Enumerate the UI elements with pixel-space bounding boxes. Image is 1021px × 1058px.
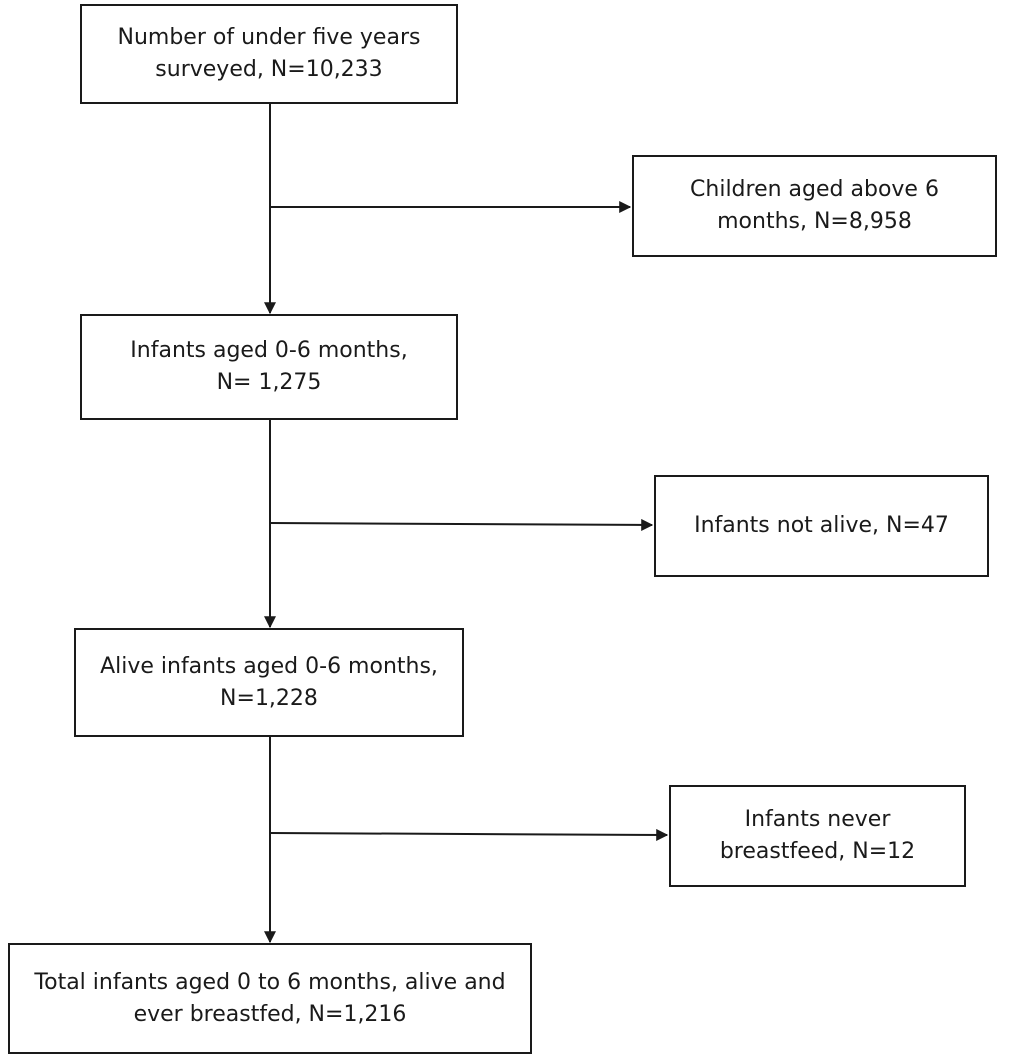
arrow-branch-never-bf	[269, 828, 669, 841]
box-alive-0-6-line2: N=1,228	[220, 685, 318, 711]
box-total-infants: Total infants aged 0 to 6 months, alive …	[8, 943, 532, 1054]
box-infants-0-6-months: Infants aged 0-6 months, N= 1,275	[80, 314, 458, 420]
box-total-line1: Total infants aged 0 to 6 months, alive …	[34, 969, 506, 995]
box-surveyed: Number of under five years surveyed, N=1…	[80, 4, 458, 104]
box-never-bf-line1: Infants never	[744, 807, 891, 833]
box-alive-infants-0-6-months: Alive infants aged 0-6 months, N=1,228	[74, 628, 464, 737]
box-infants-not-alive: Infants not alive, N=47	[654, 475, 989, 577]
box-infants-0-6-line2: N= 1,275	[216, 370, 322, 395]
box-total-line2: ever breastfed, N=1,216	[133, 1001, 407, 1027]
box-infants-never-breastfeed: Infants never breastfeed, N=12	[669, 785, 966, 887]
box-alive-0-6-line1: Alive infants aged 0-6 months,	[100, 653, 438, 679]
box-surveyed-line2: surveyed, N=10,233	[155, 57, 383, 82]
box-infants-0-6-line1: Infants aged 0-6 months,	[130, 338, 408, 364]
box-above-6m-line2: months, N=8,958	[717, 209, 912, 234]
box-above-6m-line1: Children aged above 6	[690, 177, 939, 203]
box-surveyed-line1: Number of under five years	[117, 25, 421, 51]
box-never-bf-line2: breastfeed, N=12	[719, 839, 916, 864]
box-children-above-6-months: Children aged above 6 months, N=8,958	[632, 155, 997, 257]
box-not-alive-line1: Infants not alive, N=47	[694, 513, 949, 539]
arrow-branch-not-alive	[269, 518, 654, 531]
